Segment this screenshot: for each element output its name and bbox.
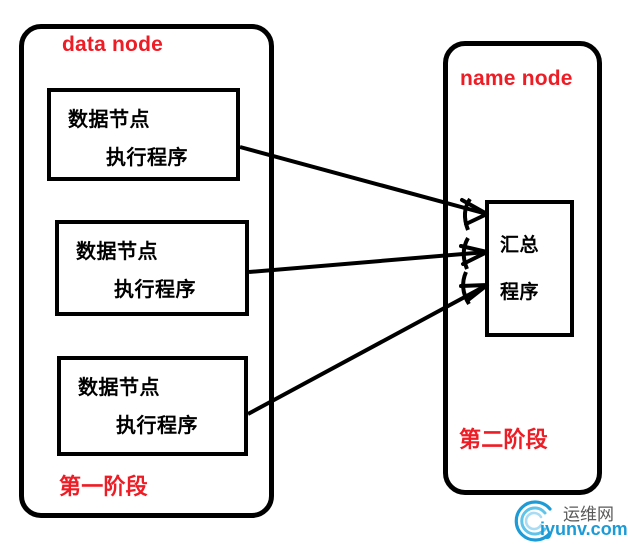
process-box-data-node-2: 数据节点 执行程序 [55,220,249,316]
cluster-footer-stage-one: 第一阶段 [59,475,148,500]
process-box-line-1: 数据节点 [68,107,150,131]
cluster-title-name-node: name node [460,67,573,90]
site-watermark: 运维网 iyunv.com [503,500,628,542]
process-box-line-1: 数据节点 [78,375,160,399]
process-box-line-2: 执行程序 [114,277,196,301]
process-box-line-2: 执行程序 [116,413,198,437]
cluster-footer-stage-two: 第二阶段 [459,428,548,453]
process-box-data-node-1: 数据节点 执行程序 [47,88,240,181]
process-box-line-2: 执行程序 [106,145,188,169]
process-box-data-node-3: 数据节点 执行程序 [57,356,248,456]
watermark-site-name: 运维网 [563,505,614,525]
summary-box-line-2: 程序 [500,281,540,303]
process-box-line-1: 数据节点 [76,239,158,263]
summary-box-line-1: 汇总 [500,234,540,256]
cluster-title-data-node: data node [62,33,163,56]
watermark-site-url: iyunv.com [540,519,628,539]
process-box-summary: 汇总 程序 [485,200,574,337]
watermark-swirl-icon [514,500,552,542]
